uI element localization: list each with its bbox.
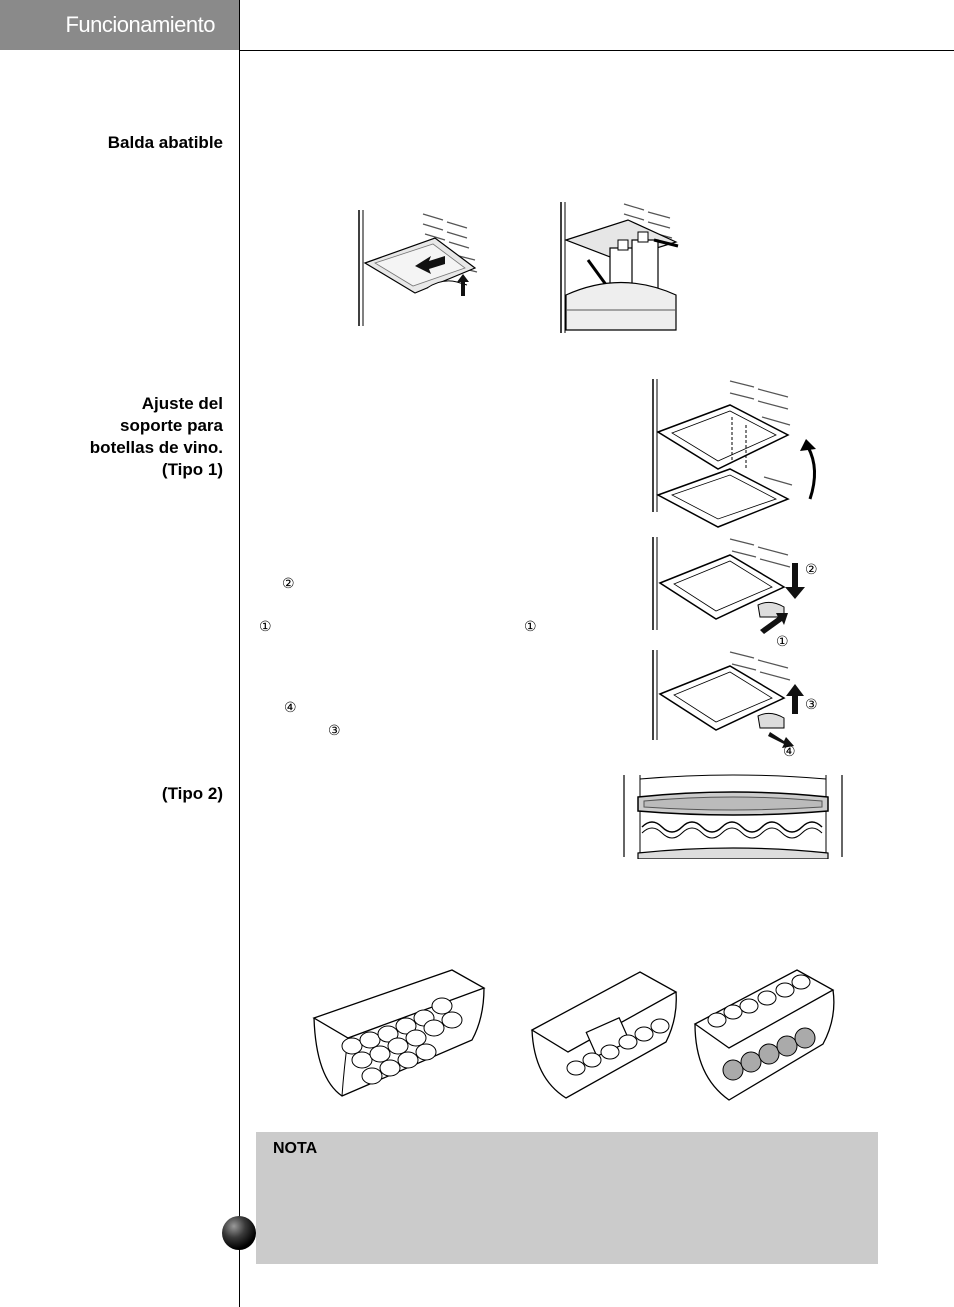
step-marker-3: ③ [328,722,341,738]
step-marker-1: ① [524,618,537,634]
page-bullet-icon [222,1216,256,1250]
wine-rack-tipo2-illustration [623,774,843,859]
shelf-push-illustration [358,210,478,326]
figure-label-1: ① [776,634,789,650]
heading-wine-support: Ajuste del soporte para botellas de vino… [89,394,223,479]
step-marker-2: ② [282,575,295,591]
wine-support-insert-illustration: ② ① [652,537,818,650]
note-box: NOTA [256,1132,878,1264]
heading-balda-abatible: Balda abatible [107,133,223,152]
figure-label-3: ③ [805,697,818,713]
section-title: Funcionamiento [65,12,215,37]
wine-support-rotate-illustration [652,379,816,528]
margin-rule [239,0,240,1307]
step-marker-4: ④ [284,699,297,715]
header-rule [239,50,954,51]
note-title: NOTA [273,1140,318,1157]
shelf-folded-bottles-illustration [560,202,679,333]
egg-tray-lid-illustration [530,971,678,1099]
step-marker-1: ① [259,618,272,634]
egg-tray-open-illustration [312,969,486,1097]
figure-label-2: ② [805,562,818,578]
section-header-tab: Funcionamiento [0,0,239,50]
egg-tray-stacked-illustration [693,969,835,1101]
wine-support-remove-illustration: ③ ④ [652,650,818,760]
heading-tipo-2: (Tipo 2) [161,784,223,803]
figure-label-4: ④ [783,744,796,760]
